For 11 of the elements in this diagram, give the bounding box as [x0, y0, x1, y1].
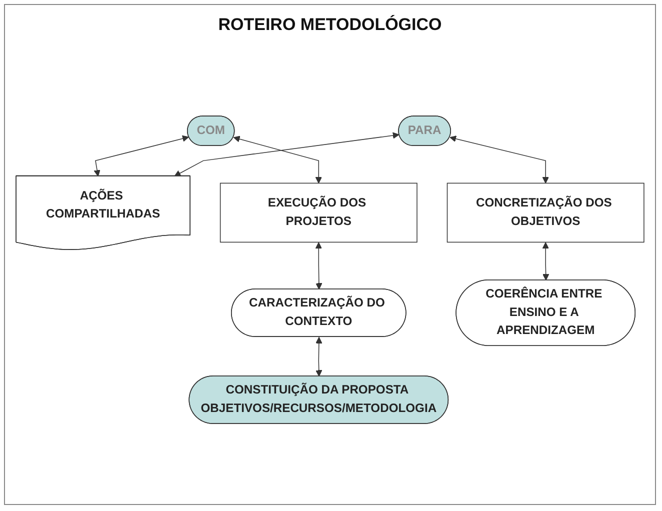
arrow [233, 135, 322, 184]
arrow [315, 242, 322, 290]
arrow [316, 336, 322, 376]
arrow [174, 132, 400, 176]
node-box [220, 182, 418, 242]
arrow [94, 134, 189, 176]
arrow [450, 135, 549, 184]
flowchart: COM PARA AÇÕES COMPARTILHADAS EXECUÇÃO DOS PROJETOS CONCRETIZAÇÃO DOS OBJETIVOS CARACTERIZAÇÃO DO CONTEXTO COERÊNCIA ENTRE ENSINO E A APRENDIZAGEM CONSTITUIÇÃO DA PROPOSTA OBJETIVOS/RECURSOS/METODOLOGIA [10, 110, 650, 430]
node-box [446, 182, 644, 242]
diagram-title: ROTEIRO METODOLÓGICO [218, 15, 442, 35]
arrow [542, 242, 550, 280]
